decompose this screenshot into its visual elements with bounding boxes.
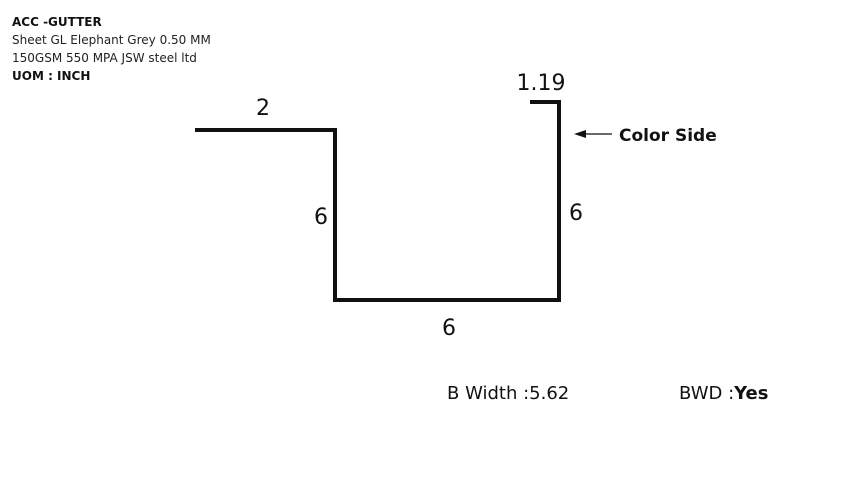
- header: ACC -GUTTER Sheet GL Elephant Grey 0.50 …: [12, 13, 211, 85]
- bwd-label: BWD :: [679, 383, 735, 404]
- arrow-left-icon: [574, 130, 586, 138]
- dimension-label-bottom: 6: [442, 316, 456, 341]
- bwd-readout: BWD :Yes: [679, 383, 768, 404]
- dimension-label-right-wall: 6: [569, 201, 583, 226]
- material-line: Sheet GL Elephant Grey 0.50 MM: [12, 33, 211, 47]
- product-name: ACC -GUTTER: [12, 15, 102, 29]
- bwd-value: Yes: [734, 383, 769, 404]
- uom-line: UOM : INCH: [12, 69, 91, 83]
- profile-line: [195, 100, 561, 302]
- dimension-label-top-left: 2: [256, 96, 270, 121]
- color-side-label: Color Side: [619, 126, 717, 146]
- dimension-label-left-wall: 6: [314, 205, 328, 230]
- b-width-label: B Width :: [447, 383, 530, 404]
- b-width-readout: B Width :5.62: [447, 383, 569, 404]
- color-side-indicator: Color Side: [574, 126, 717, 146]
- dimension-label-top-right: 1.19: [517, 71, 566, 96]
- spec-line: 150GSM 550 MPA JSW steel ltd: [12, 51, 197, 65]
- b-width-value: 5.62: [529, 383, 570, 404]
